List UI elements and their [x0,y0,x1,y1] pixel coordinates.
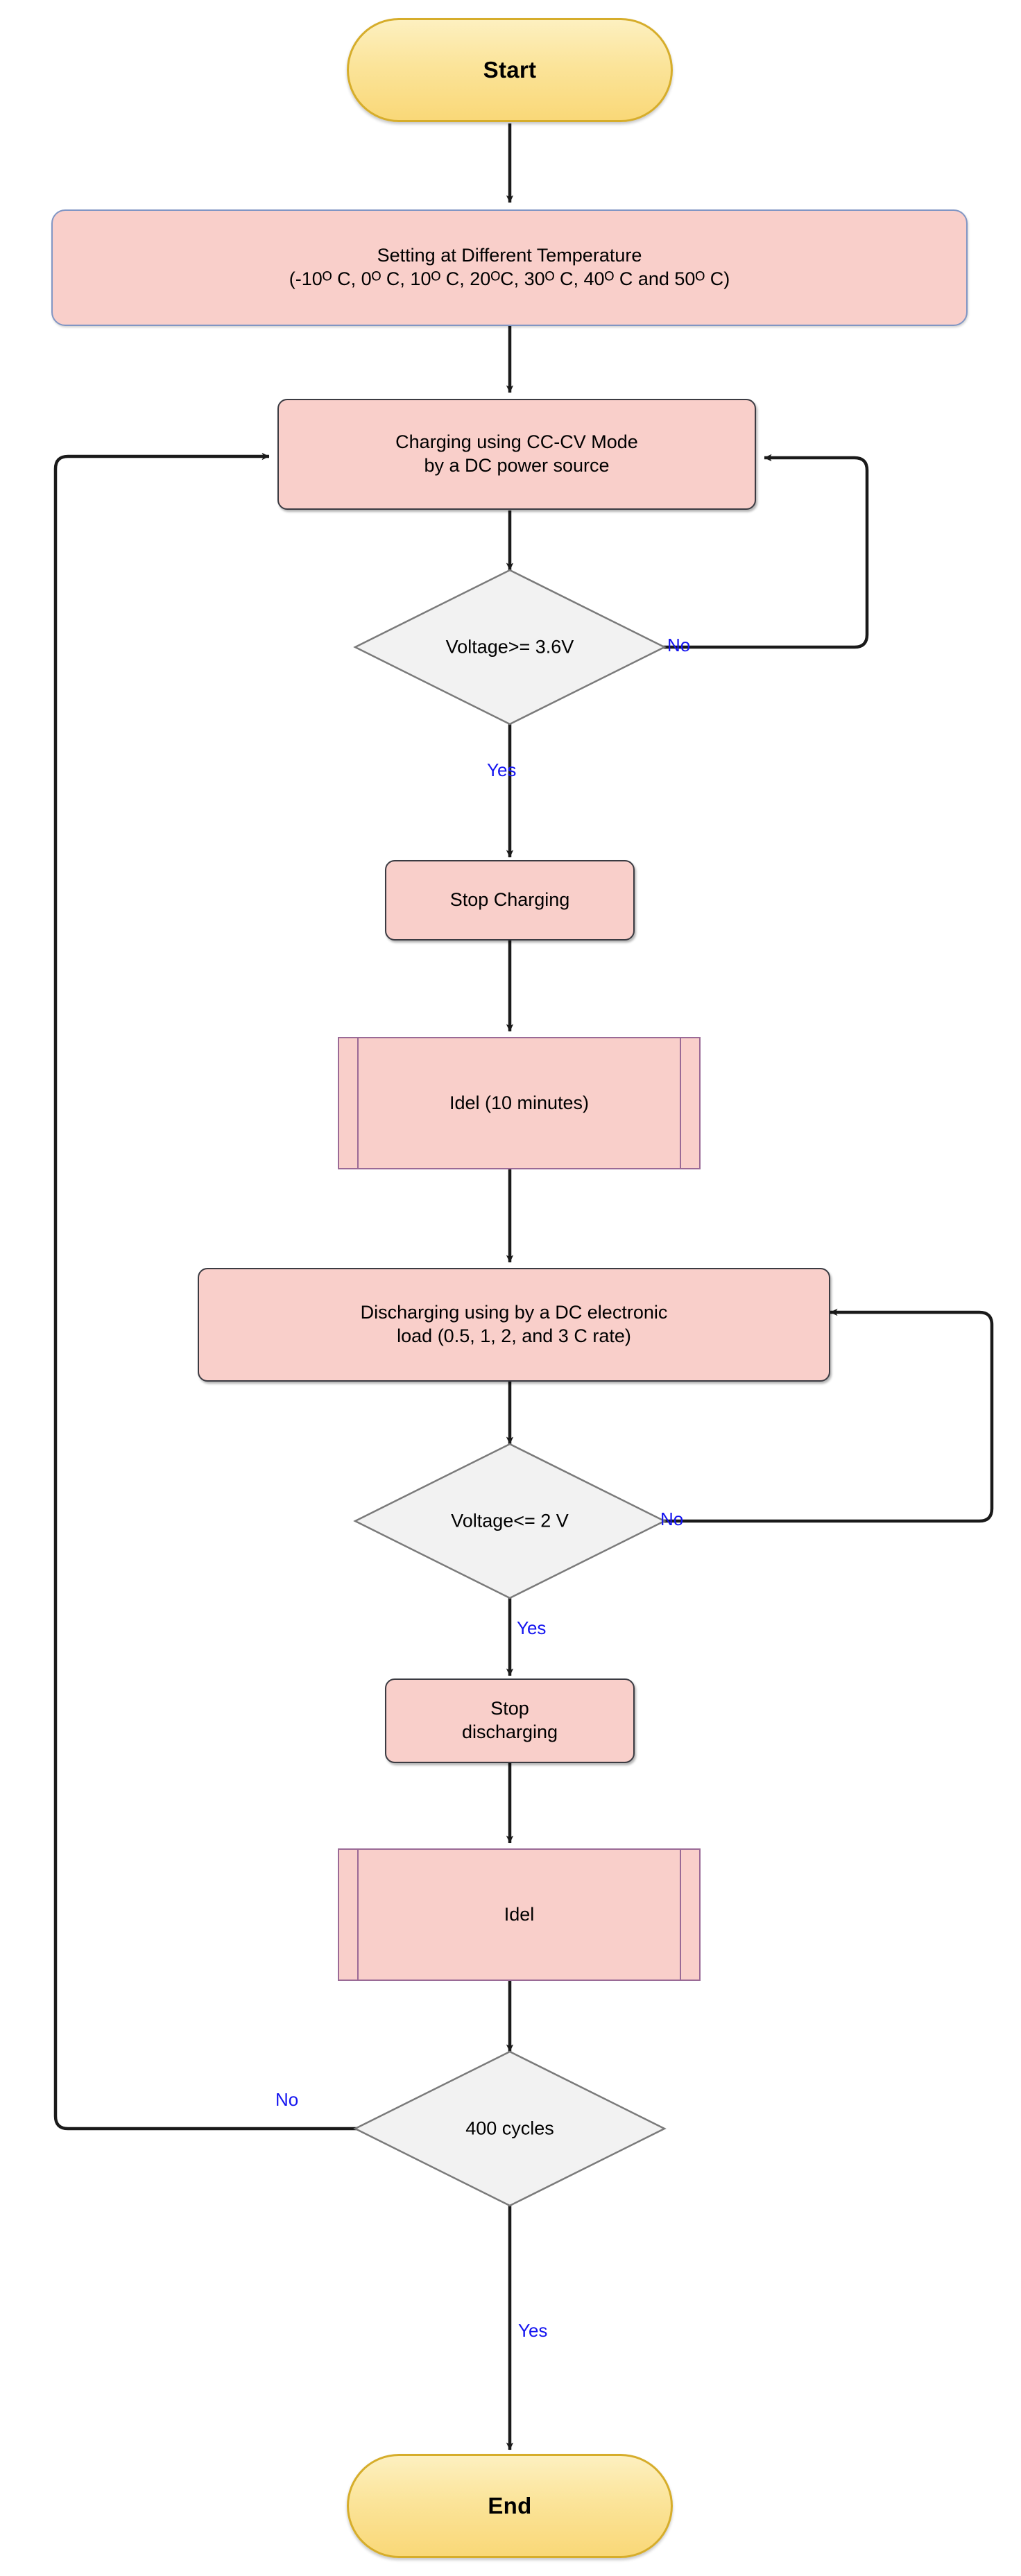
decision-discharge-shape [353,1443,667,1599]
idle-box[interactable]: Idel [338,1848,701,1981]
predef-left-bar [357,1850,359,1980]
decision-400-cycles-label: 400 cycles [465,2118,554,2139]
decision-voltage-charge[interactable]: Voltage>= 3.6V [355,570,664,724]
end-label: End [488,2493,532,2519]
edge-decision-charge-no-loop [586,454,869,649]
edge-decision-discharge-no-loop [588,1308,994,1523]
edge-decision-cycles-no-loop [53,452,434,2131]
edge-label-cycles-yes: Yes [518,2320,548,2341]
charging-box[interactable]: Charging using CC-CV Mode by a DC power … [277,399,756,510]
stop-discharging-box[interactable]: Stop discharging [385,1678,635,1763]
stop-charging-label: Stop Charging [449,889,570,911]
edge-label-cycles-no: No [275,2089,299,2110]
charging-line-2: by a DC power source [424,455,610,476]
idle-label: Idel [504,1903,535,1925]
stop-charging-box[interactable]: Stop Charging [385,860,635,941]
decision-charge-shape [353,569,667,725]
edge-label-discharge-no: No [660,1509,684,1529]
idle-10-minutes-label: Idel (10 minutes) [449,1092,590,1113]
decision-voltage-discharge-label: Voltage<= 2 V [451,1510,569,1531]
edge-label-discharge-yes: Yes [517,1617,547,1638]
setting-temperature-box[interactable]: Setting at Different Temperature (-10ᴼ C… [51,209,968,326]
decision-400-cycles[interactable]: 400 cycles [355,2052,664,2206]
discharging-box[interactable]: Discharging using by a DC electronic loa… [198,1268,830,1382]
stop-discharging-line-1: Stop [490,1698,529,1719]
start-terminator[interactable]: Start [347,18,673,122]
edge-label-charge-yes: Yes [487,759,517,780]
stop-discharging-line-2: discharging [461,1721,558,1742]
idle-10-minutes-box[interactable]: Idel (10 minutes) [338,1037,701,1169]
charging-line-1: Charging using CC-CV Mode [395,431,638,453]
decision-voltage-charge-label: Voltage>= 3.6V [445,636,574,658]
predef-right-bar [680,1038,681,1168]
start-label: Start [483,57,537,83]
predef-left-bar [357,1038,359,1168]
discharging-line-2: load (0.5, 1, 2, and 3 C rate) [397,1325,631,1346]
decision-cycles-shape [353,2050,667,2207]
end-terminator[interactable]: End [347,2454,673,2558]
decision-voltage-discharge[interactable]: Voltage<= 2 V [355,1444,664,1598]
edge-label-charge-no: No [667,635,691,655]
discharging-line-1: Discharging using by a DC electronic [360,1302,668,1323]
setting-line-2: (-10ᴼ C, 0ᴼ C, 10ᴼ C, 20ᴼC, 30ᴼ C, 40ᴼ C… [289,268,730,289]
setting-line-1: Setting at Different Temperature [377,245,642,266]
predef-right-bar [680,1850,681,1980]
